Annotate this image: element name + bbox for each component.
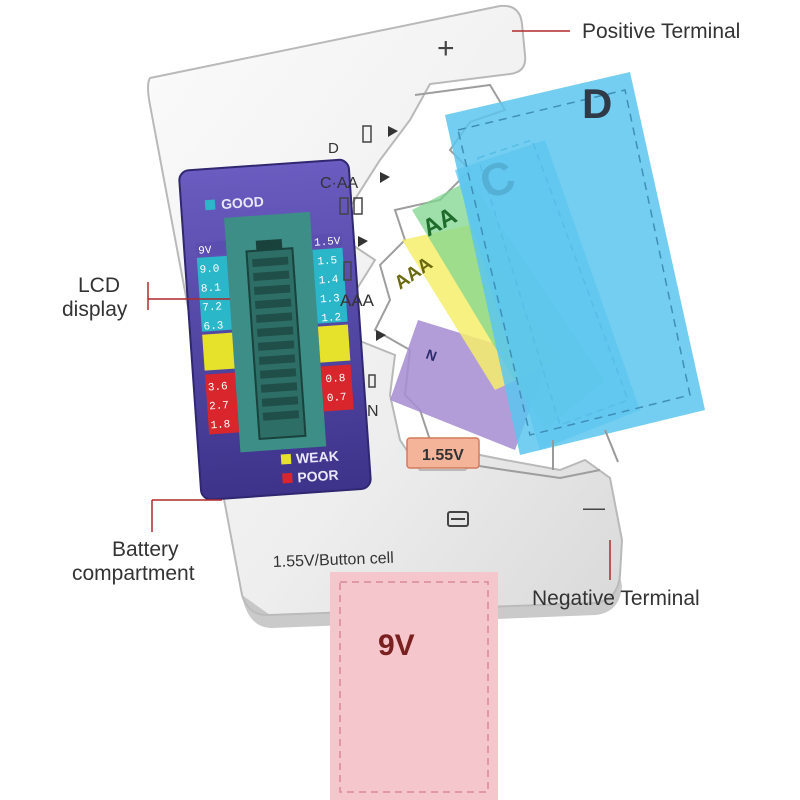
left-scale-8: 2.7 xyxy=(209,400,230,413)
left-scale-9: 1.8 xyxy=(210,419,231,432)
callout-compartment-line2: compartment xyxy=(72,562,195,585)
battery-9v-label: 9V xyxy=(378,629,415,662)
left-scale-1: 9.0 xyxy=(199,263,220,276)
left-scale-0: 9V xyxy=(198,245,212,258)
slot-label-c-aa: C·AA xyxy=(320,175,359,192)
voltage-badge-label: 1.55V xyxy=(422,447,464,464)
right-scale-4: 1.2 xyxy=(321,312,342,325)
battery-9v: 9V xyxy=(330,572,498,800)
battery-outline-icon xyxy=(362,125,372,143)
callout-negative-terminal: Negative Terminal xyxy=(532,540,700,610)
battery-outline-icon xyxy=(353,197,363,215)
poor-swatch xyxy=(282,472,293,484)
battery-outline-icon xyxy=(368,374,376,388)
callout-lcd-line2: display xyxy=(62,298,128,321)
lcd-segments xyxy=(252,256,300,421)
arrow-right-icon xyxy=(380,172,390,183)
callout-compartment-line1: Battery xyxy=(112,538,179,561)
arrow-right-icon xyxy=(376,330,386,341)
right-scale-2: 1.4 xyxy=(318,274,339,287)
battery-d: D xyxy=(445,72,705,455)
battery-outline-icon xyxy=(339,197,349,215)
callout-negative-label: Negative Terminal xyxy=(532,587,700,610)
right-scale-8: 0.7 xyxy=(327,392,348,405)
callout-lcd-display: LCD display xyxy=(62,274,230,321)
footer-label: 1.55V/Button cell xyxy=(273,550,394,571)
weak-swatch xyxy=(280,453,292,465)
button-cell-icon xyxy=(447,511,469,527)
battery-d-label: D xyxy=(582,80,612,127)
callout-battery-compartment: Battery compartment xyxy=(72,499,222,585)
slot-label-d: D xyxy=(328,140,339,157)
slot-label-n: N xyxy=(367,403,379,420)
voltage-badge: 1.55V xyxy=(406,437,480,469)
minus-sign: — xyxy=(583,495,605,520)
right-scale: 1.5V 1.5 1.4 1.3 1.2 0.8 0.7 xyxy=(311,232,354,412)
left-scale-2: 8.1 xyxy=(201,282,222,295)
right-scale-0: 1.5V xyxy=(314,236,342,250)
left-scale-7: 3.6 xyxy=(208,381,229,394)
battery-outline-icon xyxy=(343,261,352,281)
plus-sign: + xyxy=(437,32,455,65)
good-swatch xyxy=(204,199,216,211)
left-scale-3: 7.2 xyxy=(202,301,223,314)
callout-positive-terminal: Positive Terminal xyxy=(512,20,740,43)
left-scale: 9V 9.0 8.1 7.2 6.3 3.6 2.7 1.8 xyxy=(195,240,240,435)
left-scale-4: 6.3 xyxy=(203,320,224,333)
callout-positive-label: Positive Terminal xyxy=(582,20,740,43)
poor-label: POOR xyxy=(297,467,339,486)
weak-label: WEAK xyxy=(295,448,339,467)
callout-lcd-line1: LCD xyxy=(78,274,120,297)
right-scale-3: 1.3 xyxy=(320,293,341,306)
slot-labels: D C·AA AAA N xyxy=(320,125,398,420)
right-scale-1: 1.5 xyxy=(317,255,338,268)
arrow-right-icon xyxy=(358,236,368,247)
lcd-display: GOOD 9V 9.0 8.1 7.2 6.3 3.6 2.7 1.8 1.5V… xyxy=(178,158,372,501)
slot-label-aaa: AAA xyxy=(340,291,375,310)
good-label: GOOD xyxy=(221,193,265,212)
right-scale-7: 0.8 xyxy=(325,373,346,386)
arrow-right-icon xyxy=(388,126,398,137)
